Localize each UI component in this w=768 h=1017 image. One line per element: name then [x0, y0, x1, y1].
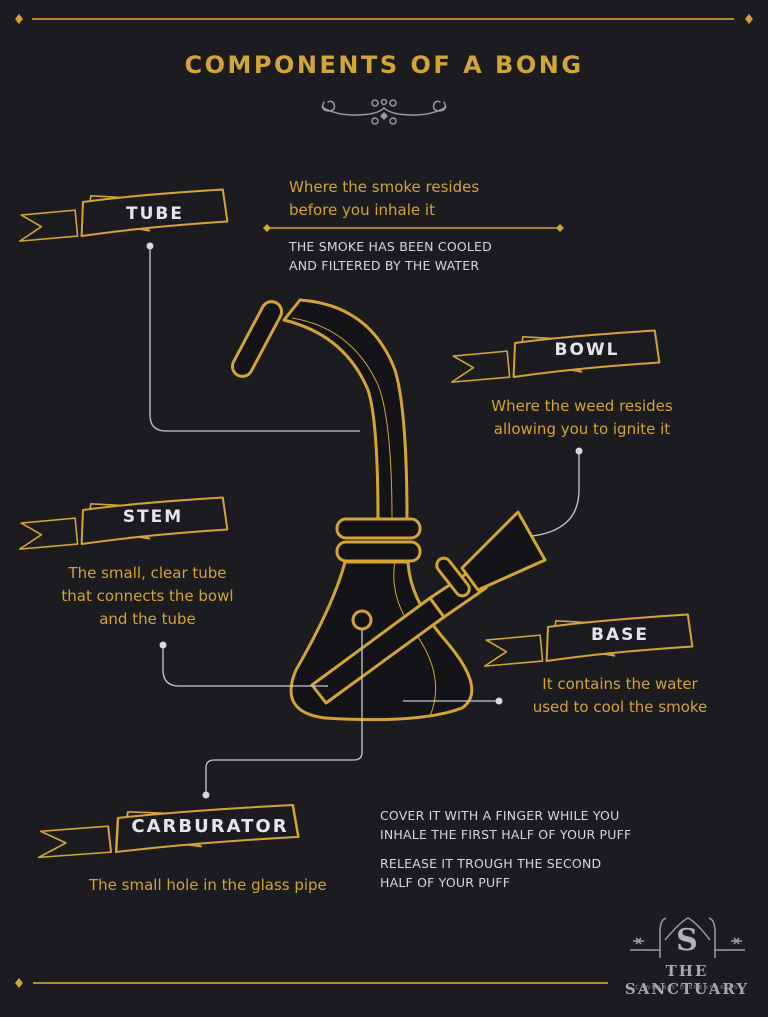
carburator-note-line: COVER IT WITH A FINGER WHILE YOU — [380, 808, 620, 823]
tube-description: Where the smoke resides before you inhal… — [289, 176, 549, 222]
logo-tagline: CANNABIS DISPENSARIES — [635, 985, 739, 991]
carburator-note-line: INHALE THE FIRST HALF OF YOUR PUFF — [380, 827, 632, 842]
stem-description-line: The small, clear tube — [68, 564, 227, 582]
carburator-description: The small hole in the glass pipe — [89, 876, 327, 894]
bowl-description-line: allowing you to ignite it — [493, 420, 671, 438]
carburator-note-line: HALF OF YOUR PUFF — [380, 875, 511, 890]
base-description-line: used to cool the smoke — [532, 698, 708, 716]
base-description-line: It contains the water — [542, 675, 698, 693]
label-stem: STEM — [122, 507, 184, 527]
tube-description-line: Where the smoke resides — [289, 178, 480, 196]
stem-description-line: that connects the bowl — [61, 587, 234, 605]
bottom-rule — [15, 978, 608, 988]
tube-description-line: before you inhale it — [289, 201, 435, 219]
stem-description-line: and the tube — [99, 610, 196, 628]
logo-name: THE SANCTUARY — [624, 962, 750, 998]
page-title: COMPONENTS OF A BONG — [184, 51, 584, 79]
bowl-description-line: Where the weed resides — [491, 397, 673, 415]
label-bowl: BOWL — [554, 340, 620, 360]
diamond-icon — [15, 14, 23, 24]
svg-text:S: S — [676, 923, 698, 958]
diamond-icon — [15, 978, 23, 988]
base-description: It contains the water used to cool the s… — [512, 673, 728, 719]
scroll-flourish-icon — [321, 98, 447, 125]
tube-note-line: THE SMOKE HAS BEEN COOLED — [289, 239, 492, 254]
tube-notes: THE SMOKE HAS BEEN COOLED AND FILTERED B… — [289, 237, 559, 275]
diamond-icon — [745, 14, 753, 24]
tube-divider — [263, 224, 564, 232]
leader-lines — [149, 249, 580, 795]
top-rule — [15, 14, 753, 24]
stem-description: The small, clear tube that connects the … — [40, 562, 255, 631]
label-tube: TUBE — [126, 204, 184, 224]
carburator-notes: COVER IT WITH A FINGER WHILE YOU INHALE … — [380, 806, 700, 892]
bowl-description: Where the weed resides allowing you to i… — [466, 395, 698, 441]
label-base: BASE — [591, 625, 649, 645]
label-carburator: CARBURATOR — [131, 816, 289, 837]
tube-note-line: AND FILTERED BY THE WATER — [289, 258, 480, 273]
carburator-note-line: RELEASE IT TROUGH THE SECOND — [380, 856, 602, 871]
leader-dots — [146, 242, 583, 799]
sanctuary-s-crest-icon: S — [630, 917, 745, 958]
bong-illustration-icon — [230, 298, 547, 722]
